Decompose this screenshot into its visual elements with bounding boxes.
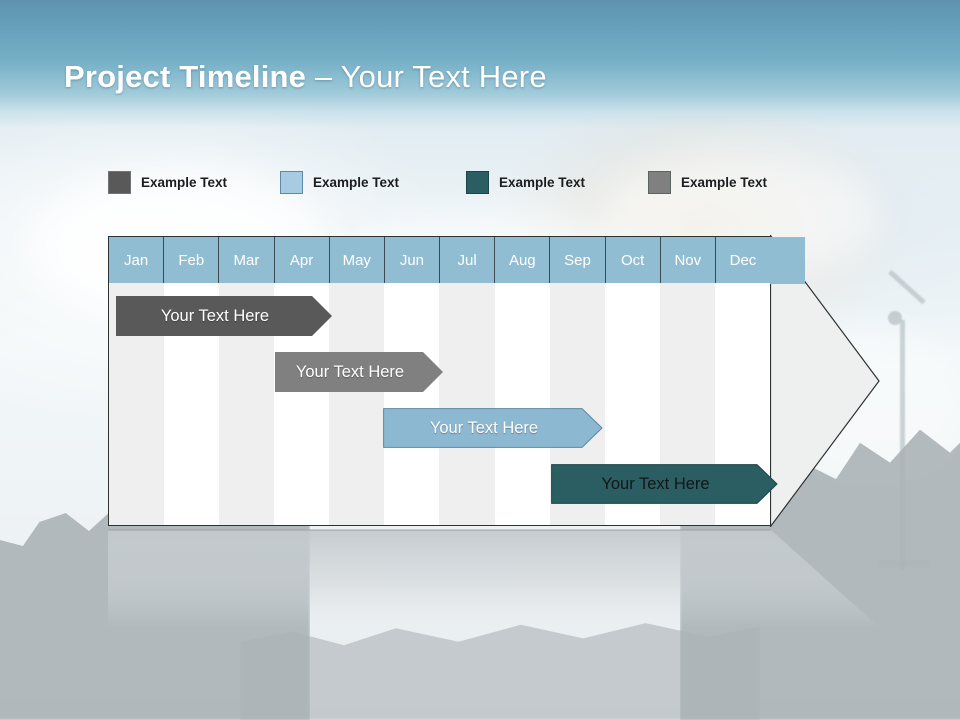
chart-reflection — [108, 528, 880, 628]
month-cell-jun[interactable]: Jun — [384, 237, 441, 283]
legend-item-3[interactable]: Example Text — [466, 168, 585, 196]
column-band — [439, 237, 495, 525]
task-bar-4[interactable]: Your Text Here — [551, 464, 778, 504]
legend-item-1[interactable]: Example Text — [108, 168, 227, 196]
task-bar-label: Your Text Here — [295, 362, 405, 381]
page-title-strong: Project Timeline — [64, 59, 307, 94]
legend: Example Text Example Text Example Text E… — [108, 168, 868, 196]
task-bar-1[interactable]: Your Text Here — [116, 296, 332, 336]
column-band — [109, 237, 165, 525]
legend-label: Example Text — [141, 174, 228, 190]
title-banner — [0, 0, 960, 128]
month-cell-nov[interactable]: Nov — [660, 237, 716, 283]
month-cell-feb[interactable]: Feb — [164, 237, 220, 283]
column-band — [494, 237, 550, 525]
month-cell-jan[interactable]: Jan — [109, 237, 165, 283]
legend-label: Example Text — [313, 174, 400, 190]
microphone-icon — [888, 311, 902, 325]
chart-arrow-head — [770, 235, 880, 527]
task-bar-label: Your Text Here — [601, 474, 710, 493]
column-band — [164, 237, 220, 525]
page-title-light: – Your Text Here — [306, 59, 547, 94]
legend-item-2[interactable]: Example Text — [280, 168, 399, 196]
month-cell-mar[interactable]: Mar — [219, 237, 275, 283]
task-bar-3[interactable]: Your Text Here — [383, 408, 603, 448]
microphone-stand — [900, 320, 905, 570]
task-bar-2[interactable]: Your Text Here — [275, 352, 443, 392]
month-cell-apr[interactable]: Apr — [274, 237, 330, 283]
page-title: Project Timeline – Your Text Here — [64, 59, 547, 95]
month-cell-may[interactable]: May — [329, 237, 385, 283]
month-header-arrow-fill — [770, 237, 880, 284]
task-bar-label: Your Text Here — [160, 306, 270, 325]
month-header-row: Jan Feb Mar Apr May Jun Jul Aug Sep Oct … — [109, 237, 771, 283]
legend-swatch-icon — [648, 170, 671, 194]
task-bars: Your Text Here Your Text Here Your Text … — [108, 283, 880, 525]
legend-swatch-icon — [466, 170, 489, 194]
column-band — [219, 237, 275, 525]
month-cell-aug[interactable]: Aug — [495, 237, 551, 283]
month-cell-jul[interactable]: Jul — [440, 237, 496, 283]
legend-label: Example Text — [499, 174, 586, 190]
legend-item-4[interactable]: Example Text — [648, 168, 767, 196]
month-cell-sep[interactable]: Sep — [550, 237, 606, 283]
month-cell-dec[interactable]: Dec — [715, 237, 771, 283]
task-bar-label: Your Text Here — [429, 418, 539, 437]
legend-swatch-icon — [280, 170, 303, 194]
month-column-bands — [109, 237, 770, 525]
timeline-chart: Jan Feb Mar Apr May Jun Jul Aug Sep Oct … — [108, 235, 880, 527]
legend-label: Example Text — [681, 174, 768, 190]
month-cell-oct[interactable]: Oct — [605, 237, 661, 283]
legend-swatch-icon — [108, 170, 131, 194]
